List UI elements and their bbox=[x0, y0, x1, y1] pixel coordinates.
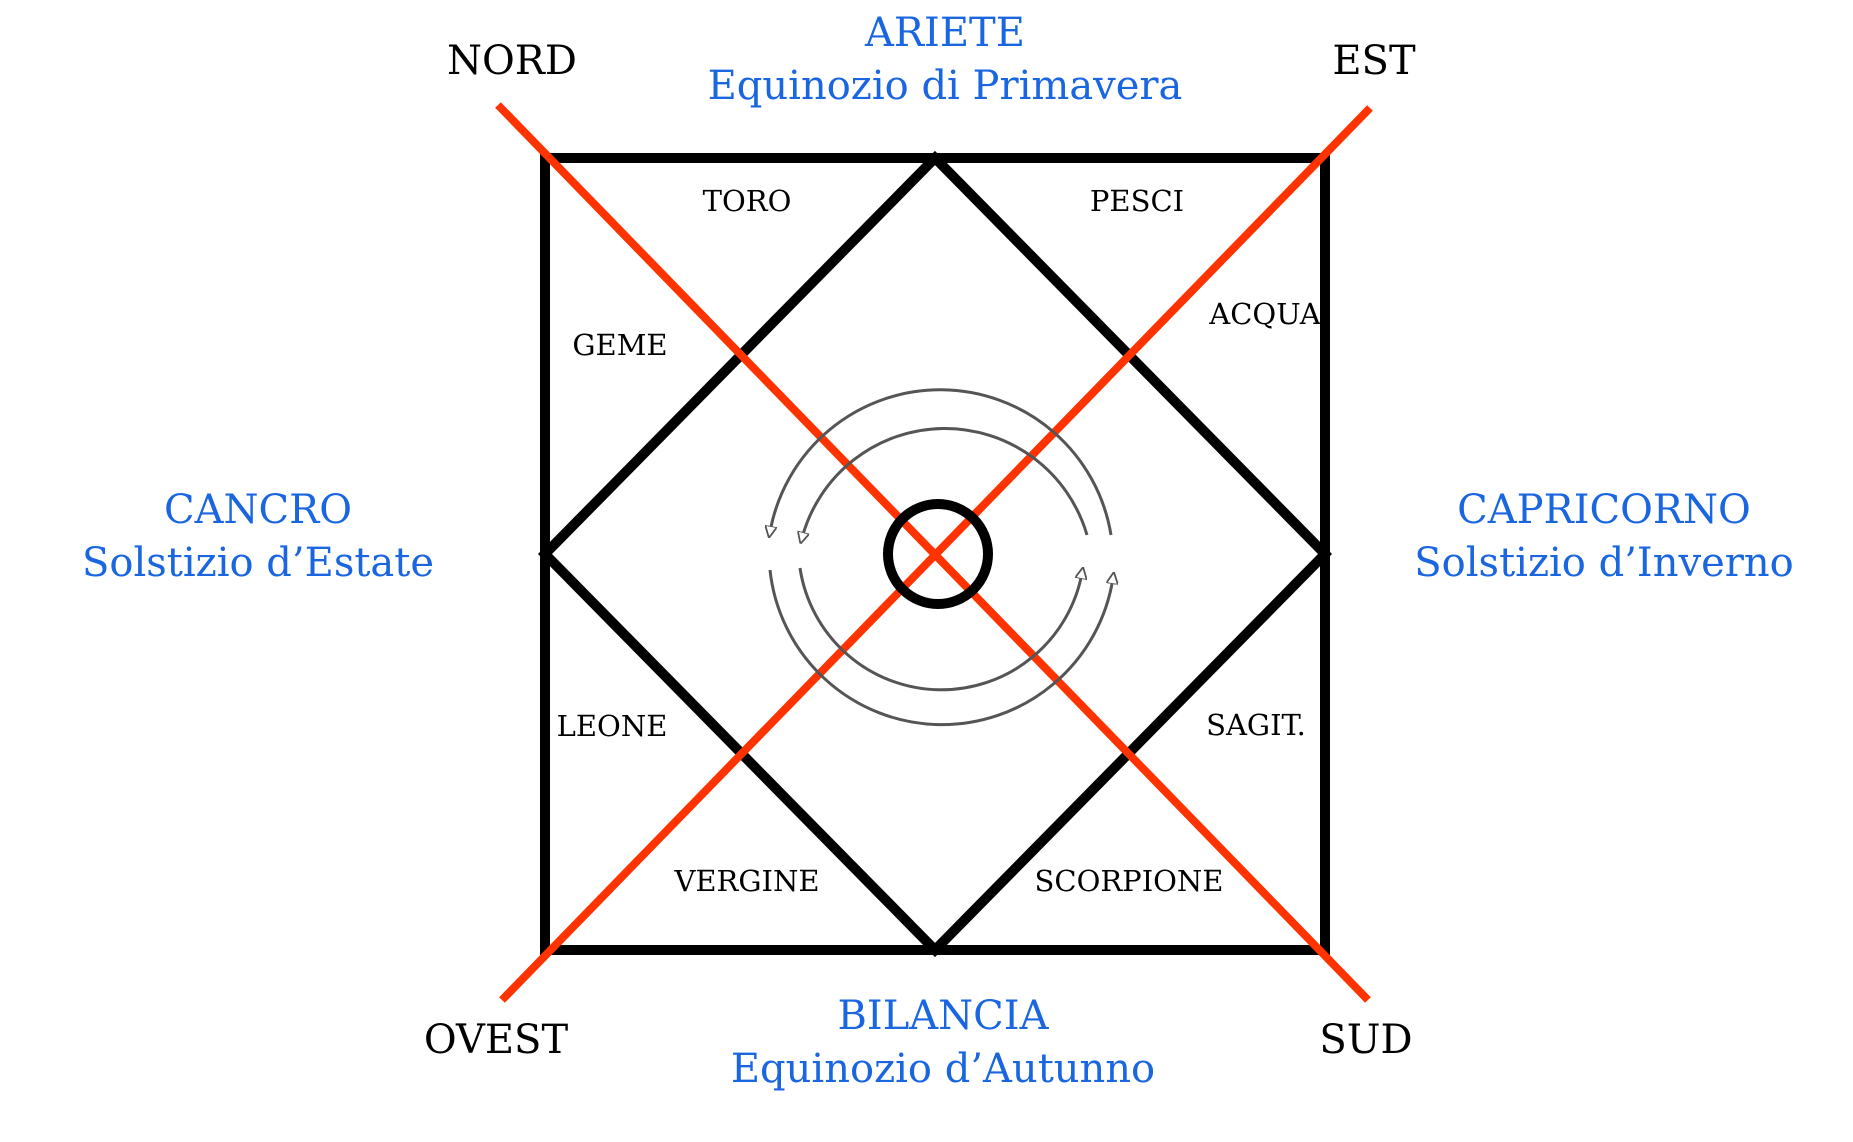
season-left-sign: CANCRO bbox=[164, 487, 352, 533]
season-top-event: Equinozio di Primavera bbox=[708, 63, 1183, 109]
cross-line-est-ovest bbox=[499, 105, 1373, 1003]
direction-ovest: OVEST bbox=[424, 1017, 569, 1063]
direction-nord: NORD bbox=[447, 38, 577, 84]
sign-geme: GEME bbox=[572, 328, 667, 362]
inner-diamond bbox=[537, 150, 1333, 958]
center-circle bbox=[883, 499, 993, 609]
rotation-arcs bbox=[768, 388, 1113, 727]
season-bottom-sign: BILANCIA bbox=[838, 993, 1050, 1039]
lower-inner-arc bbox=[798, 568, 1082, 692]
season-right: CAPRICORNO Solstizio d’Inverno bbox=[1414, 487, 1793, 586]
sign-toro: TORO bbox=[703, 184, 792, 218]
sign-scorpione: SCORPIONE bbox=[1035, 864, 1224, 898]
sign-acqua: ACQUA bbox=[1208, 297, 1321, 331]
season-bottom-event: Equinozio d’Autunno bbox=[731, 1046, 1155, 1092]
direction-est: EST bbox=[1332, 38, 1416, 84]
season-top: ARIETE Equinozio di Primavera bbox=[708, 10, 1183, 109]
season-left-event: Solstizio d’Estate bbox=[82, 540, 434, 586]
sign-pesci: PESCI bbox=[1090, 184, 1184, 218]
season-left: CANCRO Solstizio d’Estate bbox=[82, 487, 434, 586]
season-right-sign: CAPRICORNO bbox=[1457, 487, 1751, 533]
upper-outer-arc bbox=[770, 388, 1113, 535]
season-right-event: Solstizio d’Inverno bbox=[1414, 540, 1793, 586]
upper-inner-arc bbox=[802, 426, 1089, 538]
lower-outer-arc bbox=[768, 569, 1113, 727]
sign-vergine: VERGINE bbox=[673, 864, 819, 898]
season-top-sign: ARIETE bbox=[864, 10, 1025, 56]
season-bottom: BILANCIA Equinozio d’Autunno bbox=[731, 993, 1155, 1092]
sign-sagit: SAGIT. bbox=[1206, 708, 1306, 742]
direction-sud: SUD bbox=[1319, 1017, 1412, 1063]
sign-leone: LEONE bbox=[557, 709, 668, 743]
